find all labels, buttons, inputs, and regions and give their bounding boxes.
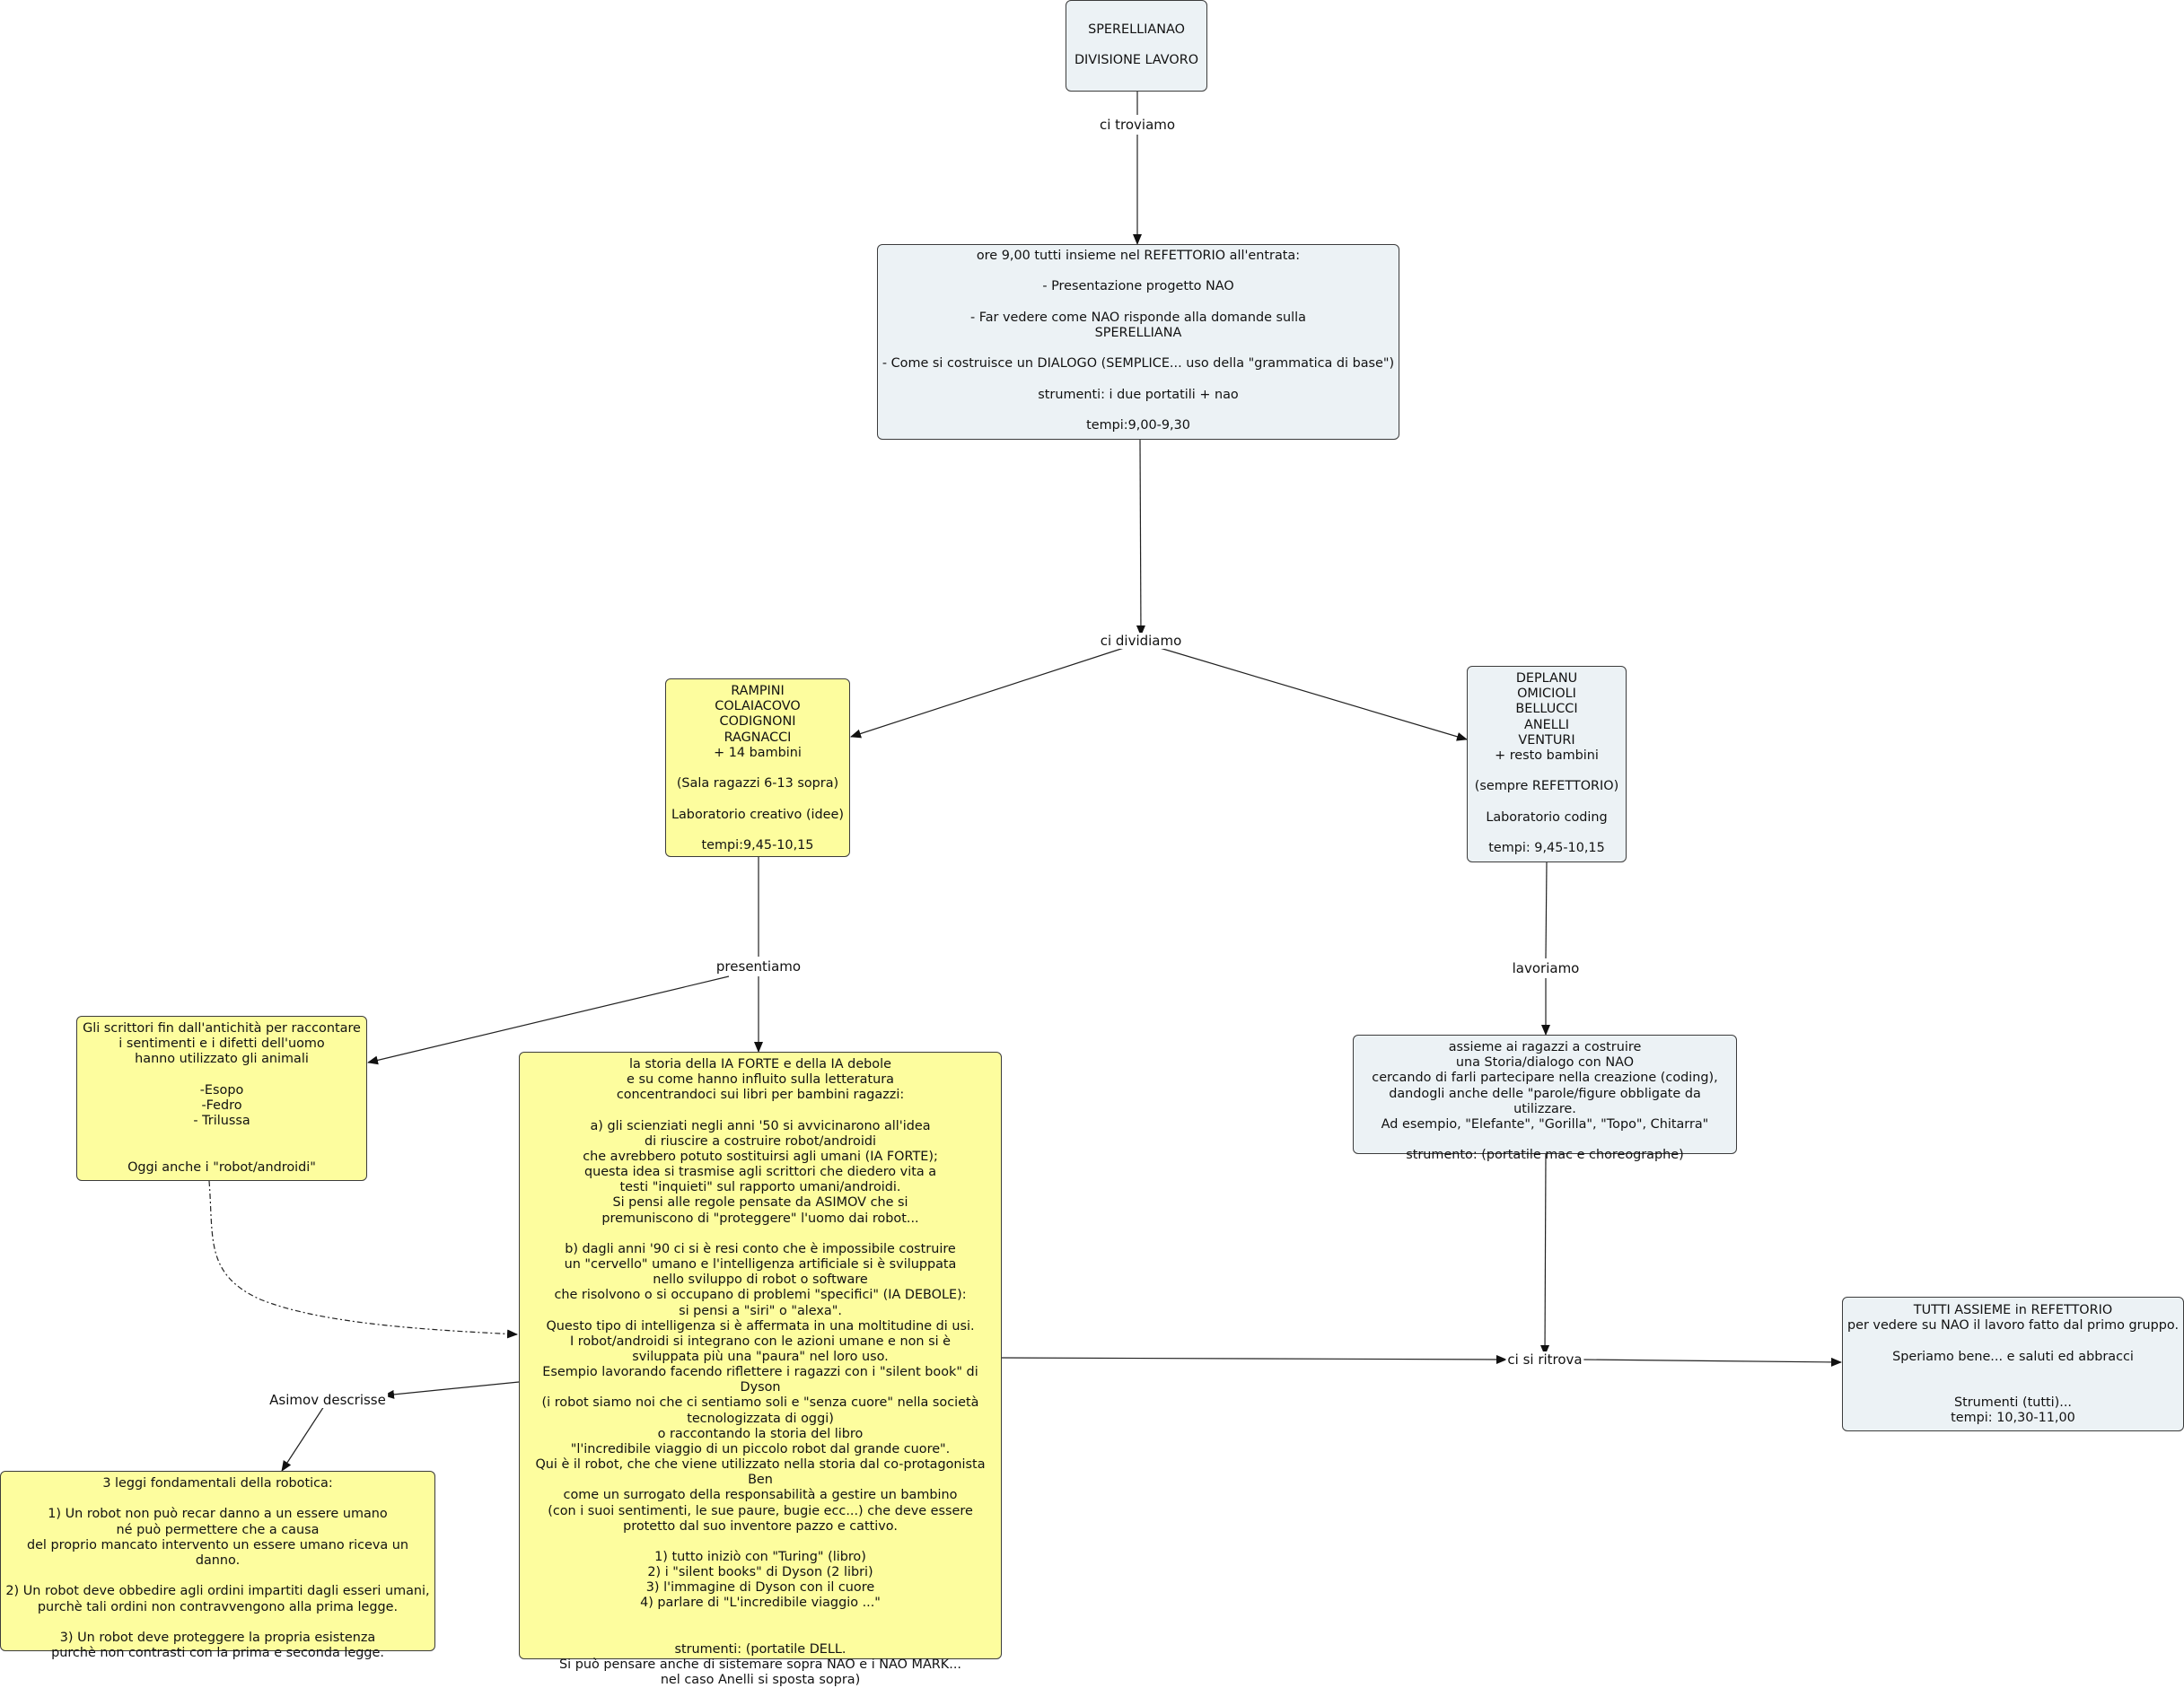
edge-asimov-to-leggi bbox=[281, 1405, 325, 1472]
node-refettorio[interactable]: ore 9,00 tutti insieme nel REFETTORIO al… bbox=[877, 244, 1399, 440]
node-storia-ia[interactable]: la storia della IA FORTE e della IA debo… bbox=[519, 1052, 1002, 1687]
node-group-rampini[interactable]: RAMPINI COLAIACOVO CODIGNONI RAGNACCI + … bbox=[665, 678, 850, 857]
node-group-deplanu[interactable]: DEPLANU OMICIOLI BELLUCCI ANELLI VENTURI… bbox=[1467, 666, 1627, 862]
edge-coding-to-ci-si-ritrova bbox=[1540, 1153, 1550, 1356]
edge-deplanu-to-lavoriamo bbox=[1545, 861, 1548, 959]
edge-storia-to-ci-si-ritrova bbox=[1001, 1354, 1507, 1364]
edge-scrittori-to-storia bbox=[208, 1180, 518, 1339]
edge-storia-to-asimov bbox=[383, 1381, 520, 1399]
edge-ci-dividiamo-to-deplanu bbox=[1159, 647, 1468, 741]
edge-ci-si-ritrova-to-tutti-assieme bbox=[1582, 1357, 1842, 1367]
edge-presentiamo-to-scrittori bbox=[367, 975, 730, 1065]
node-tutti-assieme[interactable]: TUTTI ASSIEME in REFETTORIO per vedere s… bbox=[1842, 1297, 2184, 1431]
label-ci-si-ritrova: ci si ritrova bbox=[1505, 1351, 1584, 1368]
label-ci-troviamo: ci troviamo bbox=[1097, 117, 1178, 133]
node-title[interactable]: SPERELLIANAO DIVISIONE LAVORO bbox=[1066, 0, 1207, 92]
node-leggi-robotica[interactable]: 3 leggi fondamentali della robotica: 1) … bbox=[0, 1471, 435, 1660]
label-lavoriamo: lavoriamo bbox=[1510, 960, 1582, 976]
label-asimov-descrisse: Asimov descrisse bbox=[268, 1392, 388, 1408]
label-ci-dividiamo: ci dividiamo bbox=[1098, 633, 1184, 649]
edge-ci-dividiamo-to-rampini bbox=[850, 647, 1125, 739]
label-presentiamo: presentiamo bbox=[714, 958, 803, 975]
node-coding-storia[interactable]: assieme ai ragazzi a costruire una Stori… bbox=[1353, 1035, 1737, 1162]
edge-refettorio-to-ci-dividiamo bbox=[1136, 439, 1145, 636]
node-scrittori[interactable]: Gli scrittori fin dall'antichità per rac… bbox=[76, 1016, 367, 1181]
